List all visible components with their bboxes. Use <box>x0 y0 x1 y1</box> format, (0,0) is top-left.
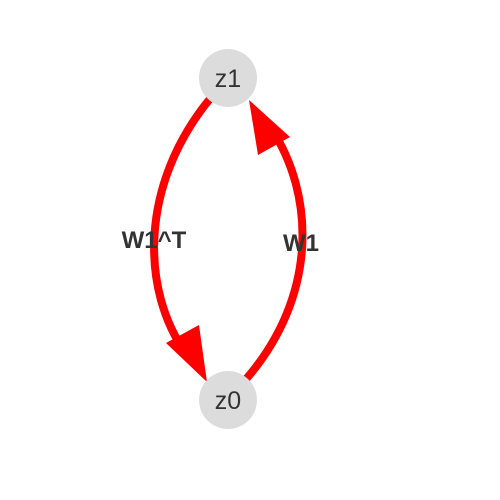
edge-forward <box>243 100 307 382</box>
node-z1-circle <box>199 49 257 107</box>
edge-backward-label: W1^T <box>122 227 187 254</box>
node-z1[interactable]: z1 <box>199 49 257 107</box>
node-z0-circle <box>199 371 257 429</box>
edge-backward-line <box>150 96 213 359</box>
node-z1-label: z1 <box>215 65 241 93</box>
node-z0[interactable]: z0 <box>199 371 257 429</box>
edge-backward <box>150 96 213 382</box>
edge-forward-label: W1 <box>283 230 319 257</box>
node-z0-label: z0 <box>215 387 241 415</box>
edge-forward-arrowhead <box>249 100 290 155</box>
edge-forward-line <box>243 124 307 382</box>
edge-backward-arrowhead <box>166 325 207 382</box>
